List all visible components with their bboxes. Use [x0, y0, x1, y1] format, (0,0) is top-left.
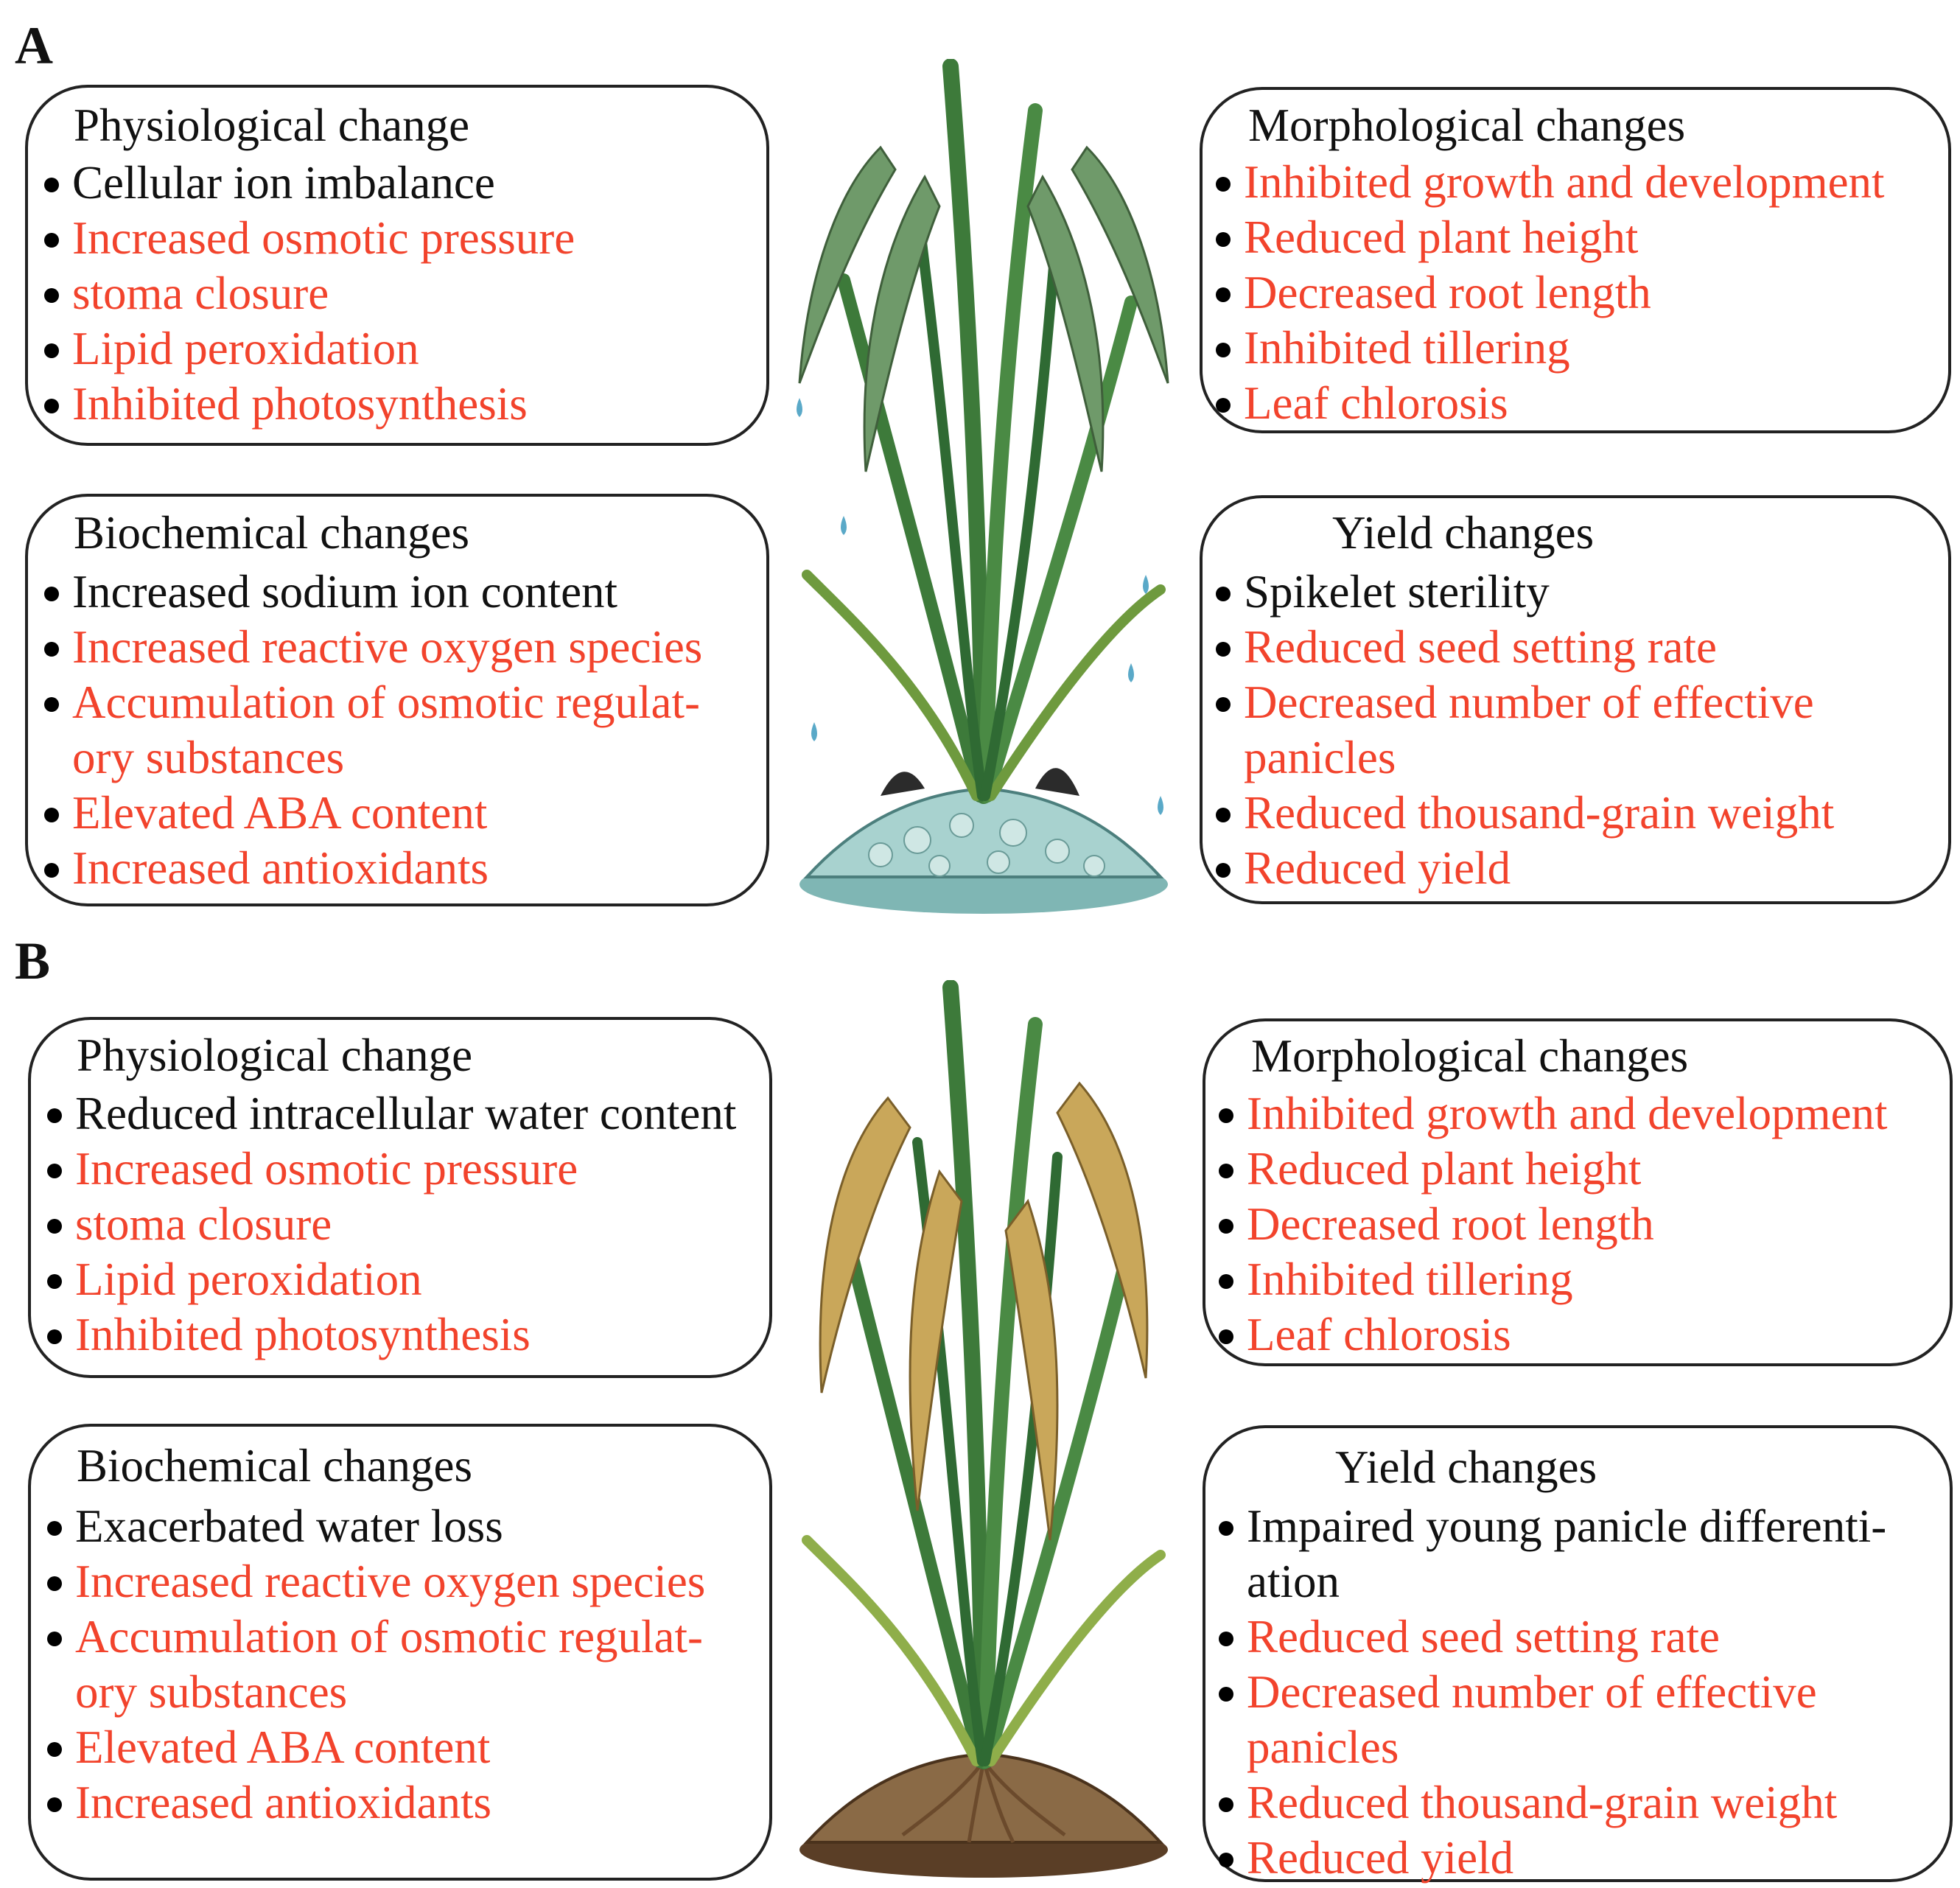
item-list: Impaired young panicle differenti- ation… — [1219, 1499, 1904, 1886]
box-morphological-b: Morphological changes Inhibited growth a… — [1203, 1018, 1953, 1366]
box-yield-b: Yield changes Impaired young panicle dif… — [1203, 1425, 1953, 1884]
list-item: Leaf chlorosis — [1216, 376, 1945, 431]
list-item: Inhibited growth and development — [1219, 1086, 1948, 1141]
list-item: Reduced thousand-grain weight — [1219, 1775, 1904, 1831]
box-title: Physiological change — [74, 99, 470, 151]
salt-stressed-rice-plant-icon — [797, 59, 1169, 914]
box-title: Morphological changes — [1251, 1030, 1689, 1082]
list-item: Decreased root length — [1219, 1197, 1948, 1252]
list-item: Inhibited tillering — [1216, 321, 1945, 376]
list-item: Reduced yield — [1219, 1831, 1904, 1886]
list-item: Decreased number of effective panicles — [1219, 1665, 1904, 1775]
list-item: Increased osmotic pressure — [44, 211, 759, 266]
list-item: Increased antioxidants — [44, 841, 763, 896]
box-title: Morphological changes — [1248, 99, 1686, 151]
list-item: Inhibited tillering — [1219, 1252, 1948, 1307]
box-biochemical-a: Biochemical changes Increased sodium ion… — [25, 494, 769, 906]
panel-label-b: B — [15, 931, 51, 990]
list-item: Increased sodium ion content — [44, 564, 763, 620]
list-item: Leaf chlorosis — [1219, 1307, 1948, 1363]
box-title: Yield changes — [1332, 507, 1595, 559]
list-item: Increased reactive oxygen species — [47, 1554, 766, 1609]
list-item: Lipid peroxidation — [47, 1252, 766, 1307]
list-item: Accumulation of osmotic regulat- ory sub… — [47, 1609, 766, 1720]
list-item: Inhibited photosynthesis — [44, 377, 759, 432]
panel-label-a: A — [15, 16, 53, 75]
list-item: Reduced plant height — [1219, 1141, 1948, 1197]
box-title: Physiological change — [77, 1029, 473, 1081]
list-item: Decreased number of effective panicles — [1216, 675, 1864, 786]
list-item: Elevated ABA content — [44, 786, 763, 841]
box-physiological-b: Physiological change Reduced intracellul… — [28, 1017, 772, 1378]
list-item: Reduced thousand-grain weight — [1216, 786, 1864, 841]
list-item: stoma closure — [47, 1197, 766, 1252]
list-item: Reduced yield — [1216, 841, 1864, 896]
box-title: Biochemical changes — [77, 1440, 473, 1492]
list-item: Reduced intracellular water content — [47, 1086, 766, 1141]
list-item: Increased antioxidants — [47, 1775, 766, 1831]
list-item: Impaired young panicle differenti- ation — [1219, 1499, 1904, 1609]
list-item: Reduced plant height — [1216, 210, 1945, 265]
list-item: Elevated ABA content — [47, 1720, 766, 1775]
list-item: Inhibited photosynthesis — [47, 1307, 766, 1363]
list-item: Reduced seed setting rate — [1216, 620, 1864, 675]
list-item: Increased osmotic pressure — [47, 1141, 766, 1197]
list-item: Increased reactive oxygen species — [44, 620, 763, 675]
box-morphological-a: Morphological changes Inhibited growth a… — [1200, 87, 1951, 433]
list-item: Reduced seed setting rate — [1219, 1609, 1904, 1665]
box-title: Biochemical changes — [74, 507, 470, 559]
list-item: Accumulation of osmotic regulat- ory sub… — [44, 675, 763, 786]
drought-stressed-rice-plant-icon — [799, 980, 1168, 1878]
box-physiological-a: Physiological change Cellular ion imbala… — [25, 85, 769, 446]
list-item: Inhibited growth and development — [1216, 155, 1945, 210]
list-item: Spikelet sterility — [1216, 564, 1864, 620]
list-item: Decreased root length — [1216, 265, 1945, 321]
list-item: Lipid peroxidation — [44, 321, 759, 377]
box-biochemical-b: Biochemical changes Exacerbated water lo… — [28, 1424, 772, 1881]
list-item: Exacerbated water loss — [47, 1499, 766, 1554]
box-title: Yield changes — [1335, 1441, 1597, 1493]
list-item: stoma closure — [44, 266, 759, 321]
list-item: Cellular ion imbalance — [44, 155, 759, 211]
